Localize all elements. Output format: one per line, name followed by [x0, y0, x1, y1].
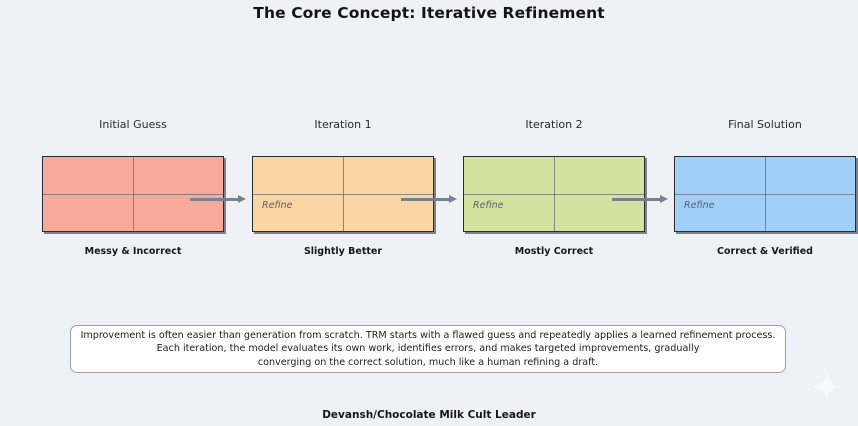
stage-label-iteration-1: Iteration 1	[314, 118, 372, 131]
arrow-shaft	[612, 198, 661, 201]
arrow-iteration1-to-iteration2	[401, 193, 457, 205]
stage-iteration-1: Iteration 1 Refine Slightly Better	[252, 118, 434, 268]
stage-initial-guess: Initial Guess Messy & Incorrect	[42, 118, 224, 268]
sparkle-icon	[811, 371, 843, 403]
stage-box-final-solution[interactable]: Refine	[674, 156, 856, 232]
stage-caption-iteration-1: Slightly Better	[303, 246, 383, 257]
stage-caption-iteration-2: Mostly Correct	[514, 246, 594, 257]
arrow-head-icon	[238, 194, 246, 203]
arrow-head-icon	[660, 194, 668, 203]
stage-final-solution: Final Solution Refine Correct & Verified	[674, 118, 856, 268]
stage-iteration-2: Iteration 2 Refine Mostly Correct	[463, 118, 645, 268]
stage-label-iteration-2: Iteration 2	[525, 118, 583, 131]
description-line-3: converging on the correct solution, much…	[257, 356, 599, 368]
description-panel: Improvement is often easier than generat…	[70, 325, 786, 373]
arrow-shaft	[401, 198, 450, 201]
arrow-shaft	[190, 198, 239, 201]
stage-label-final-solution: Final Solution	[728, 118, 802, 131]
description-line-2: Each iteration, the model evaluates its …	[156, 343, 700, 355]
stage-box-iteration-2[interactable]: Refine	[463, 156, 645, 232]
stage-flow-diagram: Initial Guess Messy & Incorrect Iteratio…	[0, 118, 858, 268]
grid-line-horizontal	[253, 194, 433, 195]
stage-box-initial-guess[interactable]	[42, 156, 224, 232]
stage-box-iteration-1[interactable]: Refine	[252, 156, 434, 232]
refine-tag-iteration-2: Refine	[473, 200, 504, 211]
page-title: The Core Concept: Iterative Refinement	[253, 4, 605, 22]
grid-line-horizontal	[675, 194, 855, 195]
grid-line-horizontal	[464, 194, 644, 195]
grid-line-horizontal	[43, 194, 223, 195]
refine-tag-final-solution: Refine	[684, 200, 715, 211]
stage-caption-initial-guess: Messy & Incorrect	[84, 246, 182, 257]
arrow-head-icon	[449, 194, 457, 203]
footer-credit: Devansh/Chocolate Milk Cult Leader	[322, 409, 536, 421]
arrow-iteration2-to-final	[612, 193, 668, 205]
stage-label-initial-guess: Initial Guess	[99, 118, 167, 131]
arrow-initial-to-iteration1	[190, 193, 246, 205]
refine-tag-iteration-1: Refine	[262, 200, 293, 211]
description-line-1: Improvement is often easier than generat…	[80, 330, 776, 342]
stage-caption-final-solution: Correct & Verified	[717, 246, 813, 257]
